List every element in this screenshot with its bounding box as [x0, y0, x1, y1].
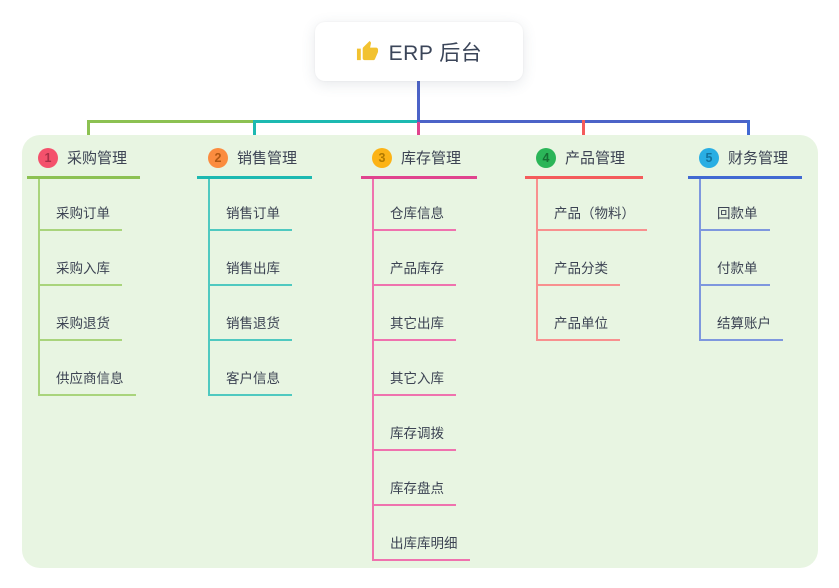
bus-segment-purchase: [87, 120, 255, 123]
trunk-line: [699, 179, 701, 341]
node-supplier-info[interactable]: 供应商信息: [38, 370, 136, 396]
drop-line-sales: [253, 120, 256, 148]
branch-product-label: 产品管理: [565, 150, 626, 167]
branch-purchase: 1 采购管理 采购订单 采购入库 采购退货 供应商信息: [27, 135, 140, 396]
branch-purchase-label: 采购管理: [67, 150, 128, 167]
badge-2: 2: [208, 147, 228, 168]
node-purchase-order[interactable]: 采购订单: [38, 205, 122, 231]
drop-line-product: [582, 120, 585, 148]
node-payment-bill[interactable]: 付款单: [699, 260, 770, 286]
branch-inventory: 3 库存管理 仓库信息 产品库存 其它出库 其它入库 库存调拨 库存盘点 出库库…: [361, 135, 477, 561]
root-connector-line: [417, 81, 420, 123]
drop-line-finance: [747, 120, 750, 148]
root-node[interactable]: ERP 后台: [315, 22, 523, 81]
node-product-material[interactable]: 产品（物料）: [536, 205, 647, 231]
bus-segment-sales: [253, 120, 419, 123]
thumbs-up-icon: [356, 40, 378, 61]
node-sales-outbound[interactable]: 销售出库: [208, 260, 292, 286]
branch-inventory-label: 库存管理: [401, 150, 462, 167]
node-purchase-inbound[interactable]: 采购入库: [38, 260, 122, 286]
badge-3: 3: [372, 147, 392, 168]
branch-purchase-node[interactable]: 1 采购管理: [27, 135, 140, 179]
branch-finance: 5 财务管理 回款单 付款单 结算账户: [688, 135, 802, 341]
branch-inventory-node[interactable]: 3 库存管理: [361, 135, 477, 179]
badge-4: 4: [536, 147, 556, 168]
branch-product: 4 产品管理 产品（物料） 产品分类 产品单位: [525, 135, 647, 341]
node-sales-return[interactable]: 销售退货: [208, 315, 292, 341]
branch-finance-label: 财务管理: [728, 150, 789, 167]
node-product-category[interactable]: 产品分类: [536, 260, 620, 286]
node-product-unit[interactable]: 产品单位: [536, 315, 620, 341]
node-customer-info[interactable]: 客户信息: [208, 370, 292, 396]
mindmap-panel: [22, 135, 818, 568]
branch-finance-node[interactable]: 5 财务管理: [688, 135, 802, 179]
badge-1: 1: [38, 147, 58, 168]
node-outbound-detail[interactable]: 出库库明细: [372, 535, 470, 561]
branch-product-node[interactable]: 4 产品管理: [525, 135, 643, 179]
trunk-line: [208, 179, 210, 396]
node-product-stock[interactable]: 产品库存: [372, 260, 456, 286]
badge-5: 5: [699, 147, 719, 168]
trunk-line: [38, 179, 40, 396]
node-purchase-return[interactable]: 采购退货: [38, 315, 122, 341]
drop-line-purchase: [87, 120, 90, 148]
node-warehouse-info[interactable]: 仓库信息: [372, 205, 456, 231]
node-stock-check[interactable]: 库存盘点: [372, 480, 456, 506]
node-stock-transfer[interactable]: 库存调拨: [372, 425, 456, 451]
trunk-line: [372, 179, 374, 561]
node-receipt-bill[interactable]: 回款单: [699, 205, 770, 231]
branch-sales-node[interactable]: 2 销售管理: [197, 135, 312, 179]
branch-sales-label: 销售管理: [237, 150, 298, 167]
node-other-inbound[interactable]: 其它入库: [372, 370, 456, 396]
root-node-label: ERP 后台: [388, 41, 483, 65]
node-sales-order[interactable]: 销售订单: [208, 205, 292, 231]
trunk-line: [536, 179, 538, 341]
branch-sales: 2 销售管理 销售订单 销售出库 销售退货 客户信息: [197, 135, 312, 396]
node-other-outbound[interactable]: 其它出库: [372, 315, 456, 341]
node-settlement-account[interactable]: 结算账户: [699, 315, 783, 341]
